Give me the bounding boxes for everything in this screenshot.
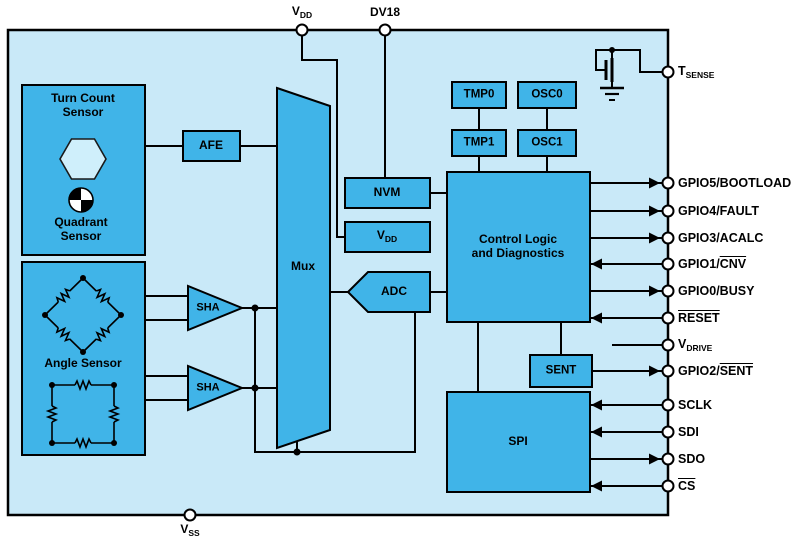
pin-tsense [661,65,675,79]
pin-label-gpio1-cnv: GPIO1/CNV [678,257,747,271]
spi-block [446,391,591,493]
pin-circles [183,23,675,522]
sha-bottom-block [187,364,245,412]
pin-gpio5 [661,176,675,190]
diamond-bridge-icon [42,275,124,355]
dv18-pin-label: DV18 [369,5,401,20]
ground-icon [600,86,624,101]
nvm-label: NVM [373,185,401,200]
pin-label-gpio5-bootload: GPIO5/BOOTLOAD [678,176,792,190]
pin-reset [661,311,675,325]
sha-top-label: SHA [196,301,220,314]
mux-label: Mux [291,259,315,274]
osc0-block [517,81,577,109]
pin-label-gpio0-busy: GPIO0/BUSY [678,284,755,298]
pin-dv18 [378,23,392,37]
pin-gpio4 [661,204,675,218]
sha-top-block [187,284,245,332]
square-bridge-icon [47,380,119,448]
blocks [21,81,593,493]
osc0-label: OSC0 [531,88,563,101]
pin-sdi [661,425,675,439]
pin-sdo [661,452,675,466]
hexagon-sensor-icon [59,138,107,180]
pin-label-sdo: SDO [678,452,706,466]
angle-sensor-label: Angle Sensor [44,356,122,371]
mux-block [276,86,331,450]
osc1-block [517,129,577,157]
sent-label: SENT [545,364,577,377]
adc-label: ADC [381,284,407,299]
pin-sclk [661,398,675,412]
control-logic-block [446,171,591,323]
pin-label-gpio2-sent: GPIO2/SENT [678,364,754,378]
vss-pin-label: VSS [180,522,200,539]
pin-label-gpio4-fault: GPIO4/FAULT [678,204,760,218]
pin-label-cs: CS [678,479,696,493]
pin-vdrive [661,338,675,352]
tmp0-block [451,81,507,109]
pin-gpio3 [661,231,675,245]
pin-vdd [295,23,309,37]
osc1-label: OSC1 [531,136,563,149]
afe-label: AFE [199,138,223,153]
wires [145,30,663,487]
arrowheads [591,177,660,492]
vdd-monitor-block [344,221,431,253]
angle-sensor-block [21,261,146,456]
sha-bottom-label: SHA [196,381,220,394]
tmp1-label: TMP1 [463,136,495,149]
mosfet-transistor-icon [595,47,663,88]
pin-gpio2 [661,364,675,378]
tmp0-label: TMP0 [463,88,495,101]
vdd-block-label: VDD [376,228,398,245]
pin-gpio0 [661,284,675,298]
junction-dots [251,304,301,456]
adc-block [346,271,431,313]
pin-label-sclk: SCLK [678,398,713,412]
pin-label-vdrive: VDRIVE [678,337,713,353]
quadrant-disc-icon [68,187,94,213]
pin-label-sdi: SDI [678,425,699,439]
pin-label-tsense: TSENSE [678,64,715,80]
tmp1-block [451,129,507,157]
pin-vss [183,508,197,522]
sent-block [529,354,593,388]
pin-label-reset: RESET [678,311,720,325]
pin-gpio1 [661,257,675,271]
spi-label: SPI [508,434,528,449]
vdd-pin-label: VDD [291,4,313,21]
afe-block [182,130,241,162]
nvm-block [344,177,431,209]
pin-cs [661,479,675,493]
pin-label-gpio3-acalc: GPIO3/ACALC [678,231,764,245]
